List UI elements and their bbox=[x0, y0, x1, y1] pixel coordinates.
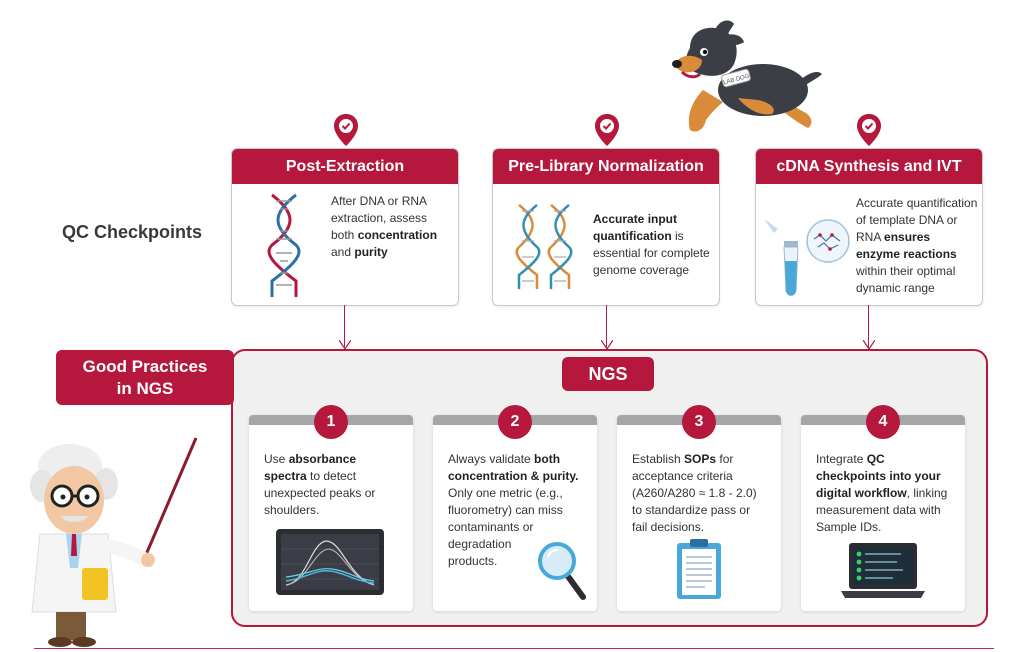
footer-divider bbox=[34, 648, 994, 649]
arrow-connector bbox=[868, 305, 869, 347]
checkpoint-title: cDNA Synthesis and IVT bbox=[756, 149, 982, 184]
arrow-connector bbox=[344, 305, 345, 347]
step-number-badge: 4 bbox=[866, 405, 900, 439]
step-number-badge: 3 bbox=[682, 405, 716, 439]
clipboard-icon bbox=[677, 539, 721, 599]
qc-checkpoints-label: QC Checkpoints bbox=[62, 222, 203, 242]
practice-text: Use absorbance spectra to detect unexpec… bbox=[264, 452, 376, 517]
checkpoint-card-post-extraction: Post-Extraction After DNA or RNA extract… bbox=[231, 148, 459, 306]
ngs-label: NGS bbox=[562, 357, 654, 391]
checkpoint-description: Accurate input quantification is essenti… bbox=[593, 212, 710, 277]
checkpoint-description: Accurate quantification of template DNA … bbox=[856, 196, 978, 295]
checkpoint-card-pre-library-normalization: Pre-Library Normalization Accurate input… bbox=[492, 148, 720, 306]
practice-text: Establish SOPs for acceptance criteria (… bbox=[632, 452, 757, 534]
professor-illustration bbox=[30, 437, 198, 647]
checkpoint-title: Pre-Library Normalization bbox=[493, 149, 719, 184]
spectrum-monitor-icon bbox=[276, 529, 384, 595]
practice-card-1: Use absorbance spectra to detect unexpec… bbox=[249, 415, 413, 611]
practice-card-2: Always validate both concentration & pur… bbox=[433, 415, 597, 611]
test-tube-molecule-icon bbox=[764, 219, 850, 296]
arrow-connector bbox=[606, 305, 607, 347]
checkpoint-card-cdna-synthesis-ivt: cDNA Synthesis and IVT Accurate quantifi… bbox=[755, 148, 983, 306]
practice-card-3: Establish SOPs for acceptance criteria (… bbox=[617, 415, 781, 611]
checkpoint-pin-icon bbox=[857, 114, 881, 146]
checkpoint-title: Post-Extraction bbox=[232, 149, 458, 184]
practice-text: Always validate both concentration & pur… bbox=[448, 452, 579, 568]
dna-helix-icon bbox=[267, 193, 301, 297]
running-dog-illustration: LAB DOG bbox=[672, 20, 822, 132]
step-number-badge: 2 bbox=[498, 405, 532, 439]
double-dna-helix-icon bbox=[515, 204, 573, 289]
practice-card-4: Integrate QC checkpoints into your digit… bbox=[801, 415, 965, 611]
checkpoint-pin-icon bbox=[595, 114, 619, 146]
laptop-icon bbox=[841, 543, 925, 598]
practice-text: Integrate QC checkpoints into your digit… bbox=[816, 452, 948, 534]
step-number-badge: 1 bbox=[314, 405, 348, 439]
magnifier-icon bbox=[538, 542, 586, 600]
checkpoint-pin-icon bbox=[334, 114, 358, 146]
checkpoint-description: After DNA or RNA extraction, assess both… bbox=[331, 194, 438, 259]
